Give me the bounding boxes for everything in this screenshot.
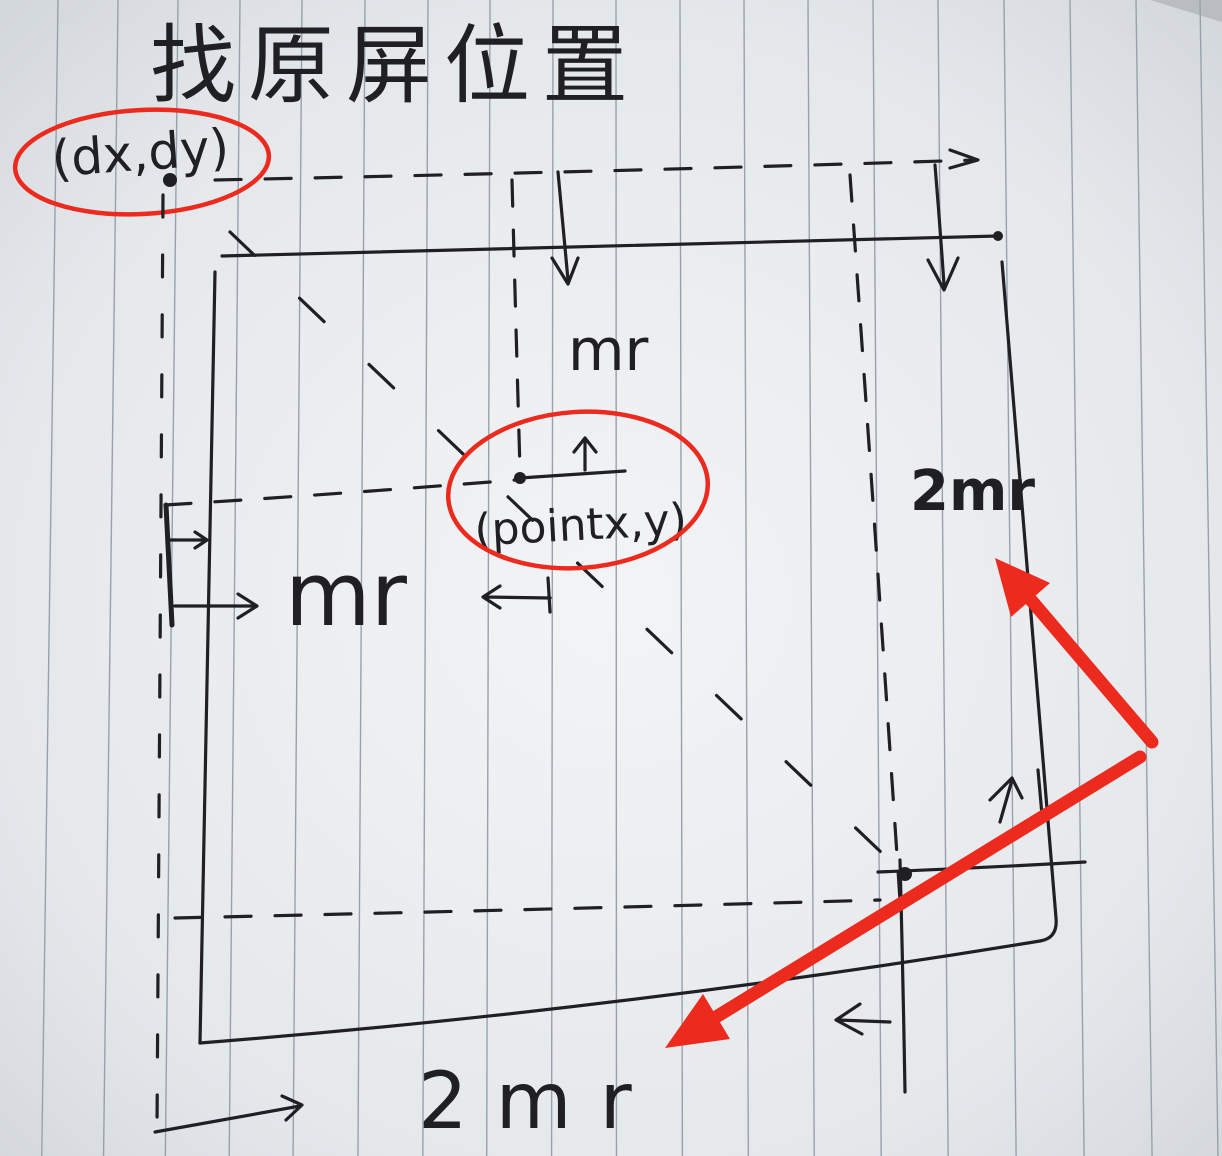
right-dashed-vertical xyxy=(848,173,902,902)
point-label: (pointx,y) xyxy=(473,494,688,556)
bottom-2mr-label: 2mr xyxy=(418,1057,660,1147)
right-2mr-label: 2mr xyxy=(910,459,1035,524)
top-dashed-arrowhead xyxy=(948,148,980,170)
red-arrowhead xyxy=(995,558,1050,617)
red-arrow-to-bottom-label xyxy=(665,750,1147,1048)
top-dashed-line xyxy=(213,158,977,182)
ruled-line xyxy=(357,0,366,1156)
red-arrow-to-right-label xyxy=(995,558,1159,749)
left-mr-label: mr xyxy=(285,543,408,646)
ruled-line xyxy=(550,0,554,1156)
ruled-line xyxy=(1135,0,1153,1156)
outer-box-bottom xyxy=(198,939,1042,1045)
left-dashed-line xyxy=(155,193,165,1130)
ruled-line xyxy=(1069,0,1085,1156)
point-horizontal-tick xyxy=(518,469,627,480)
origin-highlight-circle xyxy=(12,107,272,217)
right-up-arrow-scribble xyxy=(988,768,1044,824)
middle-dashed-horizontal xyxy=(163,478,517,507)
point-up-arrow xyxy=(572,436,598,472)
red-arrowhead xyxy=(665,994,730,1048)
ruled-line xyxy=(743,0,750,1156)
middle-dashed-vertical xyxy=(510,178,522,472)
outer-box-left xyxy=(198,270,217,1045)
origin-dot xyxy=(163,173,177,187)
ruled-line xyxy=(679,0,684,1156)
point-highlight-circle xyxy=(445,409,711,571)
outer-box-top xyxy=(220,234,1000,258)
ruled-lines xyxy=(41,0,1219,1156)
origin-label: (dx,dy) xyxy=(50,118,231,188)
red-arrow-shaft xyxy=(709,750,1147,1024)
ruled-line xyxy=(422,0,429,1156)
outer-box-right xyxy=(1000,260,1058,943)
top-mr-arrow xyxy=(550,170,580,286)
page-heading: 找原屏位置 xyxy=(150,16,640,116)
ruled-line xyxy=(292,0,303,1156)
diagonal-dashed-line xyxy=(228,230,907,877)
outer-box-corner-dot xyxy=(993,231,1003,241)
ruled-line xyxy=(1199,0,1219,1156)
red-arrow-shaft xyxy=(1024,593,1159,749)
ruled-line xyxy=(937,0,949,1156)
left-edge-marker xyxy=(163,502,175,628)
point-left-arrow xyxy=(481,576,552,614)
left-mr-arrow xyxy=(173,592,259,620)
ruled-line xyxy=(486,0,491,1156)
left-small-arrow xyxy=(168,530,209,550)
ruled-line xyxy=(41,0,59,1156)
bottom-dashed-line xyxy=(173,898,882,920)
top-right-arrow xyxy=(926,163,960,292)
lower-right-vertical-line xyxy=(898,858,907,1094)
bottom-right-arrow xyxy=(153,1094,304,1134)
top-mr-label: mr xyxy=(568,316,648,384)
paper-corner-shadow xyxy=(1150,0,1222,22)
ruled-line xyxy=(102,0,119,1156)
bottom-right-left-arrow xyxy=(834,1002,892,1036)
